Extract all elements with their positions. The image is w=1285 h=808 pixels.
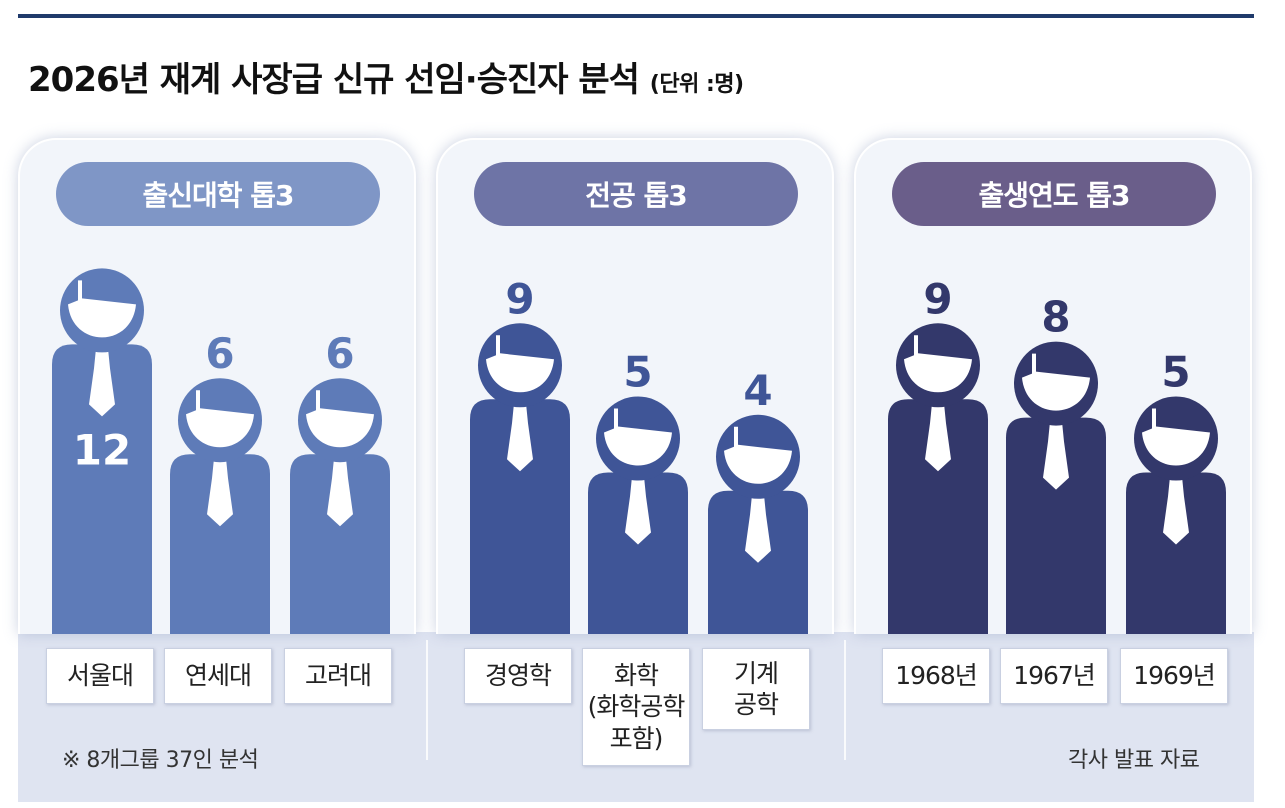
category-label: 고려대 (284, 648, 392, 704)
divider (426, 640, 428, 760)
top-rule (18, 14, 1254, 18)
necktie-icon (1043, 421, 1069, 490)
bar-body (470, 399, 570, 634)
bar-body (170, 454, 270, 634)
title-text: 2026년 재계 사장급 신규 선임·승진자 분석 (28, 60, 640, 100)
category-label: 서울대 (46, 648, 154, 704)
divider (844, 640, 846, 760)
category-label: 1969년 (1120, 648, 1228, 704)
bar-body (52, 344, 152, 634)
value-label: 8 (1041, 293, 1070, 342)
panel-major: 전공 톱3 9 5 4 (436, 138, 834, 634)
bar-body (290, 454, 390, 634)
page-title: 2026년 재계 사장급 신규 선임·승진자 분석 (단위 :명) (28, 52, 744, 101)
necktie-icon (625, 476, 651, 545)
value-label: 6 (325, 329, 354, 378)
value-label: 9 (505, 274, 534, 323)
value-label: 5 (1161, 348, 1190, 397)
category-label: 1968년 (882, 648, 990, 704)
bar-body (1006, 417, 1106, 634)
face-icon (186, 390, 254, 448)
value-label: 6 (205, 329, 234, 378)
bar-body (1126, 472, 1226, 634)
category-label: 1967년 (1000, 648, 1108, 704)
chart-university: 12 6 6 (52, 268, 390, 634)
face-icon (306, 390, 374, 448)
category-label: 연세대 (164, 648, 272, 704)
face-icon (1142, 408, 1210, 466)
face-icon (724, 426, 792, 484)
category-label: 경영학 (464, 648, 572, 704)
necktie-icon (745, 494, 771, 563)
face-icon (68, 280, 136, 338)
value-label: 12 (73, 425, 131, 474)
unit-label: (단위 :명) (649, 72, 744, 97)
value-label: 4 (743, 366, 772, 415)
chart-major: 9 5 4 (470, 274, 808, 634)
panel-university: 출신대학 톱3 12 6 6 (18, 138, 416, 634)
footnote-sample: ※ 8개그룹 37인 분석 (62, 748, 259, 773)
value-label: 9 (923, 274, 952, 323)
value-label: 5 (623, 348, 652, 397)
face-icon (486, 335, 554, 393)
panel-title-birthyear: 출생연도 톱3 (892, 162, 1216, 226)
necktie-icon (327, 458, 353, 527)
face-icon (1022, 353, 1090, 411)
necktie-icon (89, 348, 115, 417)
bar-body (888, 399, 988, 634)
panel-title-university: 출신대학 톱3 (56, 162, 380, 226)
face-icon (604, 408, 672, 466)
face-icon (904, 335, 972, 393)
bar-body (588, 472, 688, 634)
panel-birthyear: 출생연도 톱3 9 8 5 (854, 138, 1252, 634)
necktie-icon (1163, 476, 1189, 545)
panel-title-major: 전공 톱3 (474, 162, 798, 226)
necktie-icon (507, 403, 533, 472)
necktie-icon (925, 403, 951, 472)
necktie-icon (207, 458, 233, 527)
footnote-source: 각사 발표 자료 (1068, 748, 1200, 773)
chart-birthyear: 9 8 5 (888, 274, 1226, 634)
